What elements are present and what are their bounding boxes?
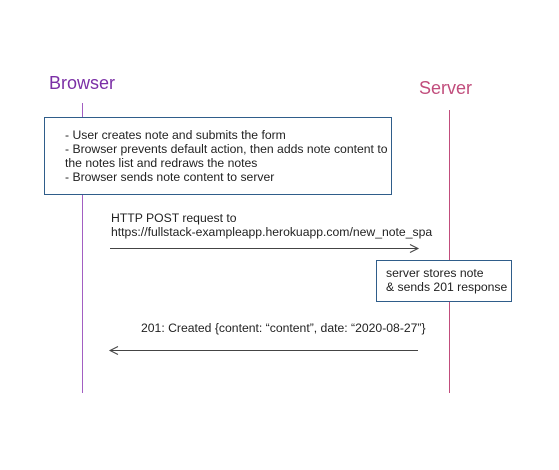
browser-note: - User creates note and submits the form…	[44, 117, 392, 195]
server-participant-label: Server	[419, 78, 473, 98]
browser-lifeline	[82, 103, 83, 393]
server-lifeline	[449, 110, 450, 393]
response-arrow	[108, 346, 418, 355]
request-label-line: HTTP POST request to	[111, 211, 237, 225]
server-note-line: & sends 201 response	[386, 280, 508, 294]
response-label-line: 201: Created {content: “content”, date: …	[141, 321, 426, 335]
response-message-label: 201: Created {content: “content”, date: …	[141, 321, 426, 335]
browser-note-line: the notes list and redraws the notes	[65, 156, 258, 170]
server-note: server stores note & sends 201 response	[376, 260, 512, 302]
browser-note-line: - Browser prevents default action, then …	[65, 142, 388, 156]
request-label-line: https://fullstack-exampleapp.herokuapp.c…	[111, 225, 433, 239]
browser-note-line: - User creates note and submits the form	[65, 128, 286, 142]
browser-note-line: - Browser sends note content to server	[65, 170, 275, 184]
browser-participant-label: Browser	[49, 73, 116, 93]
request-arrow	[110, 244, 420, 253]
request-message-label: HTTP POST request to https://fullstack-e…	[111, 211, 432, 239]
server-note-line: server stores note	[386, 266, 484, 280]
